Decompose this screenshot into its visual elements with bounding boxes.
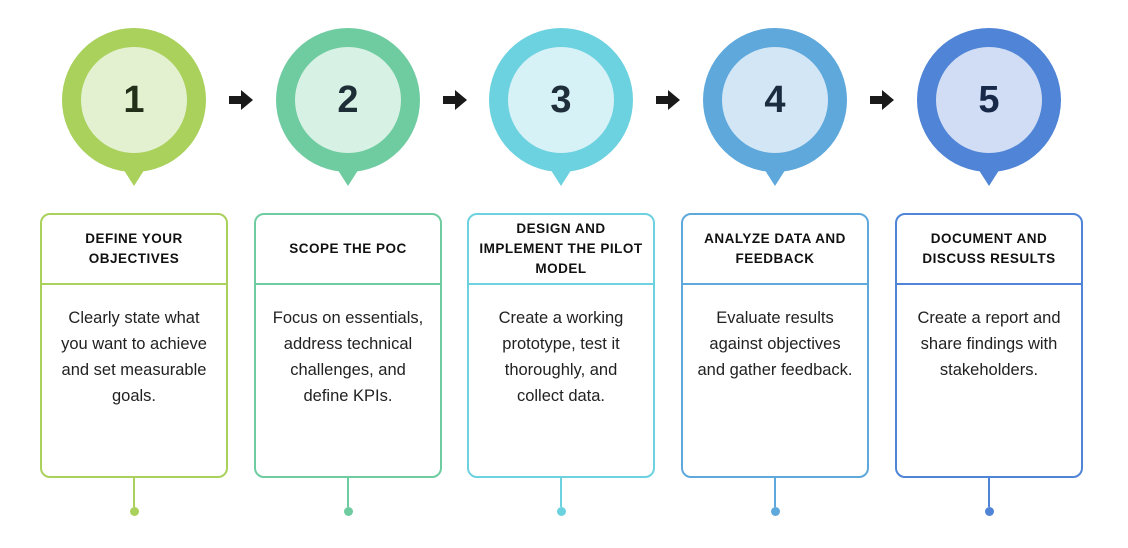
connector-dot (770, 507, 780, 516)
connector-dot (343, 507, 353, 516)
step-title: DESIGN AND IMPLEMENT THE PILOT MODEL (469, 215, 653, 285)
connector-line (347, 477, 349, 507)
step-title: DOCUMENT AND DISCUSS RESULTS (897, 215, 1081, 285)
marker-pointer (120, 164, 148, 186)
arrow-right-icon (870, 90, 894, 110)
step-marker-5: 5 (917, 28, 1061, 188)
step-title: DEFINE YOUR OBJECTIVES (42, 215, 226, 285)
arrow-right-icon (443, 90, 467, 110)
step-card-2: SCOPE THE POC Focus on essentials, addres… (254, 213, 442, 478)
step-description: Evaluate results against objectives and … (697, 309, 853, 379)
marker-pointer (547, 164, 575, 186)
step-description: Clearly state what you want to achieve a… (61, 309, 207, 405)
marker-pointer (334, 164, 362, 186)
arrow-right-icon (229, 90, 253, 110)
step-number: 3 (508, 47, 614, 153)
step-marker-3: 3 (489, 28, 633, 188)
step-card-1: DEFINE YOUR OBJECTIVES Clearly state what… (40, 213, 228, 478)
connector-line (988, 477, 990, 507)
step-number: 4 (722, 47, 828, 153)
step-title: SCOPE THE POC (256, 215, 440, 285)
connector-line (560, 477, 562, 507)
connector-line (133, 477, 135, 507)
connector-dot (129, 507, 139, 516)
step-title: ANALYZE DATA AND FEEDBACK (683, 215, 867, 285)
step-marker-4: 4 (703, 28, 847, 188)
step-description: Create a report and share findings with … (917, 309, 1061, 379)
step-number: 5 (936, 47, 1042, 153)
step-description: Focus on essentials, address technical c… (272, 309, 424, 405)
step-number: 2 (295, 47, 401, 153)
step-description: Create a working prototype, test it thor… (498, 309, 624, 405)
marker-pointer (761, 164, 789, 186)
step-marker-2: 2 (276, 28, 420, 188)
connector-line (774, 477, 776, 507)
connector-dot (556, 507, 566, 516)
connector-dot (984, 507, 994, 516)
arrow-right-icon (656, 90, 680, 110)
step-marker-1: 1 (62, 28, 206, 188)
step-number: 1 (81, 47, 187, 153)
marker-pointer (975, 164, 1003, 186)
step-card-3: DESIGN AND IMPLEMENT THE PILOT MODEL Crea… (467, 213, 655, 478)
step-card-5: DOCUMENT AND DISCUSS RESULTS Create a rep… (895, 213, 1083, 478)
step-card-4: ANALYZE DATA AND FEEDBACK Evaluate result… (681, 213, 869, 478)
